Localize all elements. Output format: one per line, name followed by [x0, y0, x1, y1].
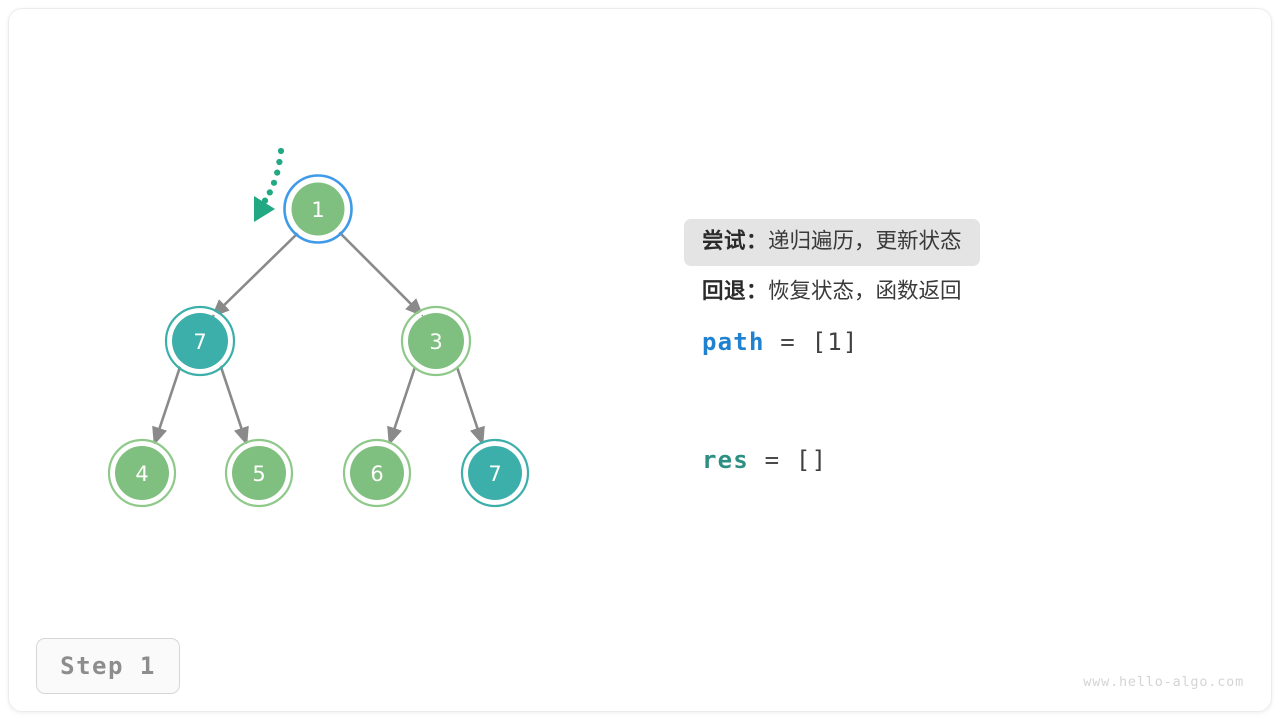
site-watermark: www.hello-algo.com [1083, 674, 1244, 690]
tree-node-3[interactable]: 3 [400, 305, 472, 377]
node-value: 7 [488, 462, 501, 486]
tree-node-1[interactable]: 1 [283, 174, 353, 244]
node-gap [403, 308, 469, 374]
node-body [232, 446, 286, 500]
path-variable-name: path [702, 328, 765, 356]
node-value: 7 [193, 330, 206, 354]
step-badge: Step 1 [36, 638, 180, 694]
node-ring [224, 438, 294, 508]
tree-node-6[interactable]: 6 [342, 438, 412, 508]
res-equals: = [764, 446, 781, 474]
edge-1-to-7left [211, 230, 301, 318]
node-value: 1 [311, 198, 324, 222]
pointer-arrowhead [254, 196, 275, 222]
pointer-dot [277, 147, 285, 155]
backtrack-phase-row: 回退：恢复状态，函数返回 [702, 281, 962, 303]
node-ring [164, 305, 236, 377]
node-gap [286, 177, 350, 241]
tree-node-7-left[interactable]: 7 [164, 305, 236, 377]
tree-node-7-right[interactable]: 7 [460, 438, 530, 508]
pointer-dot [274, 169, 281, 176]
res-variable-row: res = [] [702, 448, 827, 472]
path-variable-row: path = [1] [702, 330, 859, 354]
tree-node-5[interactable]: 5 [224, 438, 294, 508]
node-value: 5 [252, 462, 265, 486]
tree-nodes: 1 7 3 4 [107, 174, 530, 508]
node-body [291, 182, 345, 236]
node-value: 3 [429, 330, 442, 354]
edge-7left-to-5 [218, 363, 249, 446]
try-value: 递归遍历，更新状态 [768, 229, 962, 254]
path-equals: = [780, 328, 796, 356]
step-badge-label: Step 1 [60, 652, 156, 680]
node-ring [107, 438, 177, 508]
node-body [172, 313, 228, 369]
node-ring [342, 438, 412, 508]
node-active-ring [283, 174, 353, 244]
node-gap [463, 441, 527, 505]
pointer-dot [270, 179, 278, 186]
res-variable-name: res [702, 446, 749, 474]
backtrack-value: 恢复状态，函数返回 [768, 279, 962, 304]
tree-node-4[interactable]: 4 [107, 438, 177, 508]
pointer-dot [266, 189, 273, 196]
tree-edges [152, 229, 485, 446]
res-variable-value: [] [795, 446, 828, 474]
try-label: 尝试： [702, 229, 769, 254]
edge-7left-to-4 [152, 363, 183, 446]
node-gap [345, 441, 409, 505]
try-phase-row: 尝试：递归遍历，更新状态 [684, 219, 980, 266]
node-ring [460, 438, 530, 508]
recursion-pointer [254, 147, 285, 222]
node-value: 4 [135, 462, 148, 486]
node-body [350, 446, 404, 500]
path-variable-value: [1] [811, 328, 859, 356]
node-value: 6 [370, 462, 383, 486]
node-gap [227, 441, 291, 505]
node-body [468, 446, 522, 500]
edge-3-to-6 [387, 366, 417, 446]
node-ring [400, 305, 472, 377]
edge-1-to-3 [336, 229, 424, 317]
pointer-dot [276, 158, 283, 166]
node-body [115, 446, 169, 500]
node-body [408, 313, 464, 369]
backtrack-label: 回退： [702, 279, 769, 304]
node-gap [110, 441, 174, 505]
node-gap [167, 308, 233, 374]
edge-3-to-7right [455, 366, 485, 446]
